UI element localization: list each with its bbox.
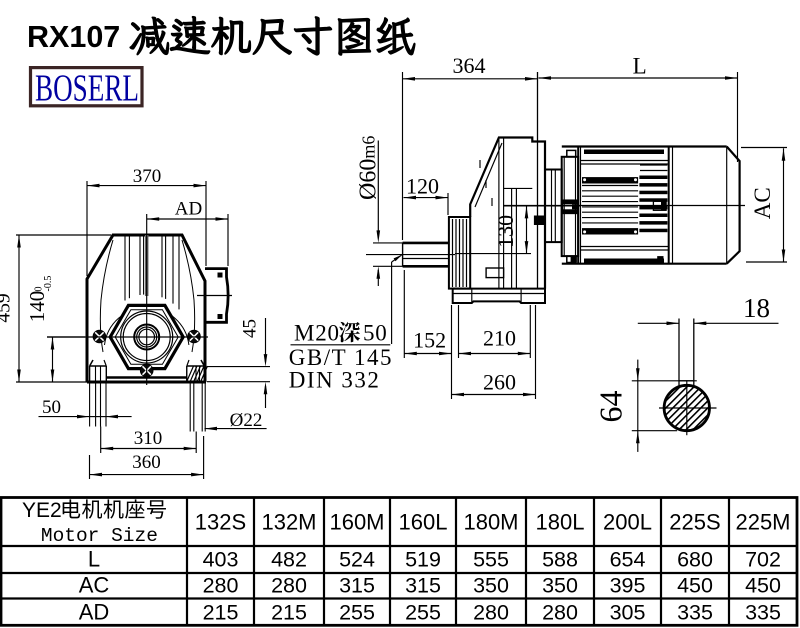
svg-text:Ø60m6: Ø60m6: [356, 136, 382, 200]
svg-text:215: 215: [203, 601, 239, 625]
svg-text:588: 588: [542, 547, 578, 571]
svg-text:370: 370: [133, 166, 162, 187]
svg-text:395: 395: [610, 574, 646, 598]
svg-text:0: 0: [34, 287, 45, 292]
svg-text:364: 364: [453, 53, 486, 78]
svg-text:210: 210: [483, 326, 516, 351]
svg-text:459: 459: [0, 293, 15, 322]
svg-text:50: 50: [363, 320, 388, 345]
svg-text:280: 280: [203, 574, 239, 598]
svg-text:-0.5: -0.5: [43, 276, 54, 292]
svg-text:L: L: [633, 54, 647, 79]
svg-text:310: 310: [134, 428, 163, 449]
svg-text:280: 280: [271, 574, 307, 598]
svg-text:360: 360: [132, 452, 161, 473]
svg-text:L: L: [88, 546, 100, 571]
svg-text:482: 482: [271, 547, 307, 571]
svg-text:403: 403: [203, 547, 239, 571]
svg-text:255: 255: [405, 601, 441, 625]
svg-text:160L: 160L: [399, 510, 448, 535]
svg-text:132S: 132S: [195, 510, 246, 535]
svg-text:GB/T 145: GB/T 145: [289, 345, 393, 370]
svg-text:350: 350: [542, 574, 578, 598]
svg-text:132M: 132M: [261, 510, 316, 535]
svg-text:180L: 180L: [536, 510, 585, 535]
svg-text:DIN 332: DIN 332: [289, 368, 381, 393]
svg-text:315: 315: [405, 574, 441, 598]
svg-text:152: 152: [413, 327, 446, 352]
svg-text:50: 50: [42, 397, 61, 418]
svg-text:260: 260: [483, 369, 516, 394]
svg-text:180M: 180M: [463, 510, 518, 535]
svg-text:315: 315: [339, 574, 375, 598]
svg-text:702: 702: [745, 547, 781, 571]
svg-text:18: 18: [743, 293, 770, 323]
svg-text:Ø22: Ø22: [230, 410, 263, 431]
svg-text:YE2: YE2: [22, 499, 62, 522]
svg-text:Motor Size: Motor Size: [41, 525, 158, 547]
svg-text:280: 280: [542, 601, 578, 625]
svg-text:225S: 225S: [669, 510, 720, 535]
svg-text:450: 450: [745, 574, 781, 598]
svg-text:64: 64: [593, 391, 629, 423]
svg-text:M20: M20: [294, 320, 340, 345]
svg-text:335: 335: [677, 601, 713, 625]
svg-text:225M: 225M: [735, 510, 790, 535]
svg-text:350: 350: [473, 574, 509, 598]
svg-text:450: 450: [677, 574, 713, 598]
svg-text:AD: AD: [79, 600, 110, 625]
svg-text:160M: 160M: [329, 510, 384, 535]
svg-text:140: 140: [25, 291, 49, 323]
svg-text:AC: AC: [79, 573, 110, 598]
svg-text:AD: AD: [175, 199, 202, 220]
svg-text:255: 255: [339, 601, 375, 625]
svg-text:BOSERL: BOSERL: [35, 68, 139, 110]
svg-text:280: 280: [473, 601, 509, 625]
svg-text:200L: 200L: [603, 510, 652, 535]
svg-text:524: 524: [339, 547, 375, 571]
svg-text:215: 215: [271, 601, 307, 625]
svg-text:654: 654: [610, 547, 646, 571]
svg-text:555: 555: [473, 547, 509, 571]
svg-text:120: 120: [406, 174, 439, 199]
svg-text:RX107: RX107: [27, 20, 120, 54]
svg-text:680: 680: [677, 547, 713, 571]
svg-text:335: 335: [745, 601, 781, 625]
svg-text:45: 45: [240, 319, 261, 338]
svg-text:519: 519: [405, 547, 441, 571]
svg-text:AC: AC: [750, 187, 775, 219]
svg-text:305: 305: [610, 601, 646, 625]
svg-text:130: 130: [493, 215, 518, 248]
